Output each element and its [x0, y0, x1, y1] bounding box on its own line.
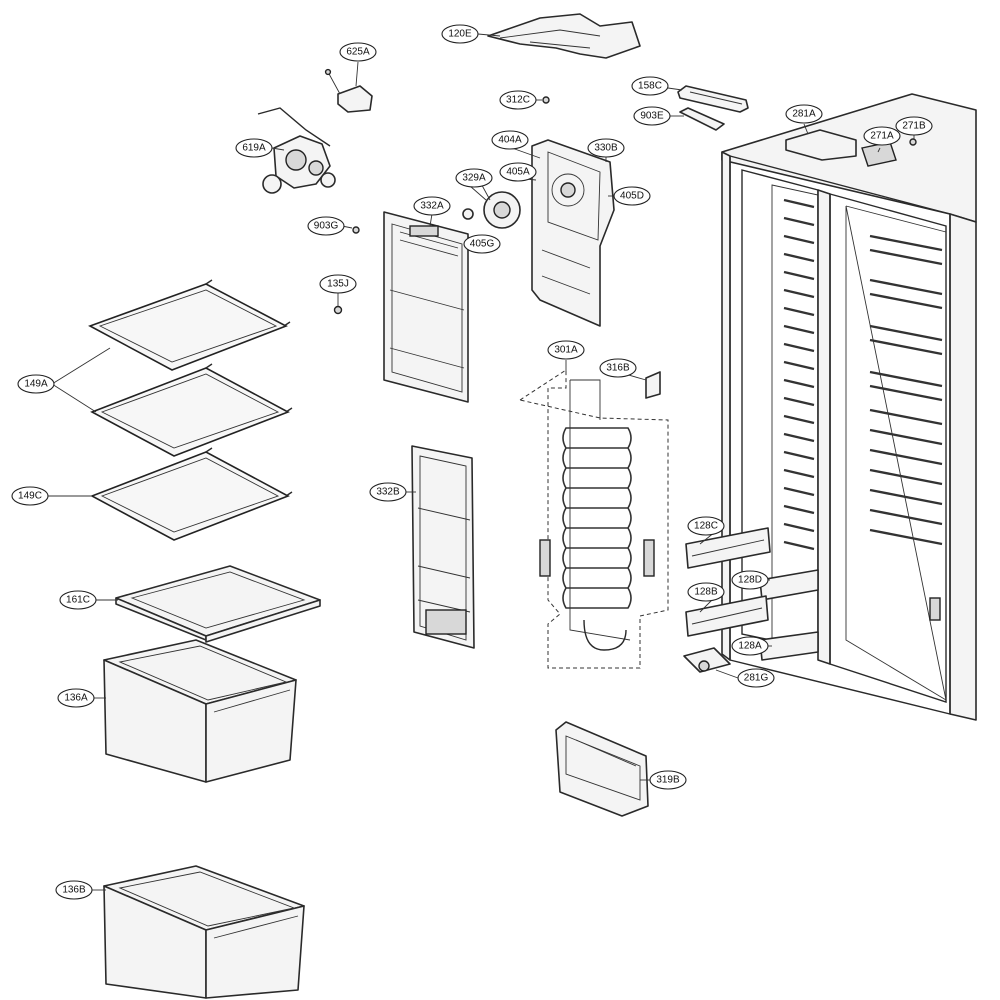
- callout-271a: 271A: [863, 126, 901, 146]
- callout-135j: 135J: [319, 274, 357, 294]
- callout-label: 903E: [640, 111, 664, 122]
- callout-label: 281G: [744, 673, 769, 684]
- callout-label: 332A: [420, 201, 444, 212]
- glass-shelf-149c: [90, 447, 293, 541]
- fan-assembly: [462, 185, 521, 229]
- screw-312c: [542, 96, 550, 104]
- callout-label: 330B: [594, 143, 618, 154]
- callout-128d: 128D: [731, 570, 769, 590]
- callout-136a: 136A: [57, 688, 95, 708]
- callout-149c: 149C: [11, 486, 49, 506]
- callout-619a: 619A: [235, 138, 273, 158]
- callout-label: 312C: [506, 95, 530, 106]
- callout-271b: 271B: [895, 116, 933, 136]
- callout-281a: 281A: [785, 104, 823, 124]
- callout-label: 128C: [694, 521, 718, 532]
- callout-136b: 136B: [55, 880, 93, 900]
- sensor-316b: [645, 371, 661, 399]
- callout-label: 136B: [62, 885, 86, 896]
- leader-lines: [48, 33, 915, 891]
- cover-158c: [677, 85, 749, 113]
- callout-128a: 128A: [731, 636, 769, 656]
- callout-label: 301A: [554, 345, 578, 356]
- rear-panel-332a: [383, 211, 469, 403]
- fresh-food-shelf-rails: [869, 234, 943, 621]
- callout-903e: 903E: [633, 106, 671, 126]
- callout-label: 161C: [66, 595, 90, 606]
- callout-label: 281A: [792, 109, 816, 120]
- callout-312c: 312C: [499, 90, 537, 110]
- callout-label: 319B: [656, 775, 680, 786]
- callout-label: 128B: [694, 587, 718, 598]
- callout-label: 405D: [620, 191, 644, 202]
- callout-label: 332B: [376, 487, 400, 498]
- bracket-281g: [683, 647, 731, 673]
- callout-label: 316B: [606, 363, 630, 374]
- callout-label: 128A: [738, 641, 762, 652]
- callout-625a: 625A: [339, 42, 377, 62]
- pad-903e: [679, 107, 725, 131]
- callout-label: 404A: [498, 135, 522, 146]
- freezer-shelf-rails: [783, 198, 815, 551]
- callout-label: 149C: [18, 491, 42, 502]
- callout-903g: 903G: [307, 216, 345, 236]
- callout-label: 625A: [346, 47, 370, 58]
- screw-135j: [333, 305, 343, 315]
- callout-label: 136A: [64, 693, 88, 704]
- callout-label: 271B: [902, 121, 926, 132]
- callout-label: 135J: [327, 279, 349, 290]
- glass-shelf-149a-middle: [90, 363, 293, 457]
- damper-625a: [324, 68, 373, 113]
- callout-128b: 128B: [687, 582, 725, 602]
- callout-label: 405G: [470, 239, 495, 250]
- duct-319b: [555, 721, 649, 817]
- callout-332b: 332B: [369, 482, 407, 502]
- crisper-cover-161c: [115, 565, 321, 643]
- crisper-slide-rails: [685, 527, 819, 661]
- callout-404a: 404A: [491, 130, 529, 150]
- callout-158c: 158C: [631, 76, 669, 96]
- callout-281g: 281G: [737, 668, 775, 688]
- callout-label: 128D: [738, 575, 762, 586]
- callout-128c: 128C: [687, 516, 725, 536]
- callout-label: 120E: [448, 29, 472, 40]
- refrigerator-cabinet: [721, 93, 977, 721]
- crisper-drawer-136b: [103, 865, 305, 999]
- callout-149a: 149A: [17, 374, 55, 394]
- callout-label: 158C: [638, 81, 662, 92]
- evaporator-cover-330b: [531, 139, 615, 327]
- callout-label: 619A: [242, 143, 266, 154]
- callout-316b: 316B: [599, 358, 637, 378]
- screw-903g: [352, 226, 360, 234]
- evaporator-301a: [518, 369, 669, 669]
- callout-332a: 332A: [413, 196, 451, 216]
- callout-330b: 330B: [587, 138, 625, 158]
- glass-shelf-149a-top: [88, 279, 291, 371]
- top-cover-120e: [487, 13, 641, 59]
- callout-405a: 405A: [499, 162, 537, 182]
- callout-label: 903G: [314, 221, 339, 232]
- rear-panel-332b: [411, 445, 475, 649]
- callout-label: 329A: [462, 173, 486, 184]
- water-valve-619a: [257, 107, 336, 194]
- callout-label: 271A: [870, 131, 894, 142]
- crisper-drawer-136a: [103, 639, 297, 783]
- callout-161c: 161C: [59, 590, 97, 610]
- callout-301a: 301A: [547, 340, 585, 360]
- callout-label: 149A: [24, 379, 48, 390]
- callout-329a: 329A: [455, 168, 493, 188]
- callout-120e: 120E: [441, 24, 479, 44]
- callout-label: 405A: [506, 167, 530, 178]
- callout-405d: 405D: [613, 186, 651, 206]
- callout-405g: 405G: [463, 234, 501, 254]
- callout-319b: 319B: [649, 770, 687, 790]
